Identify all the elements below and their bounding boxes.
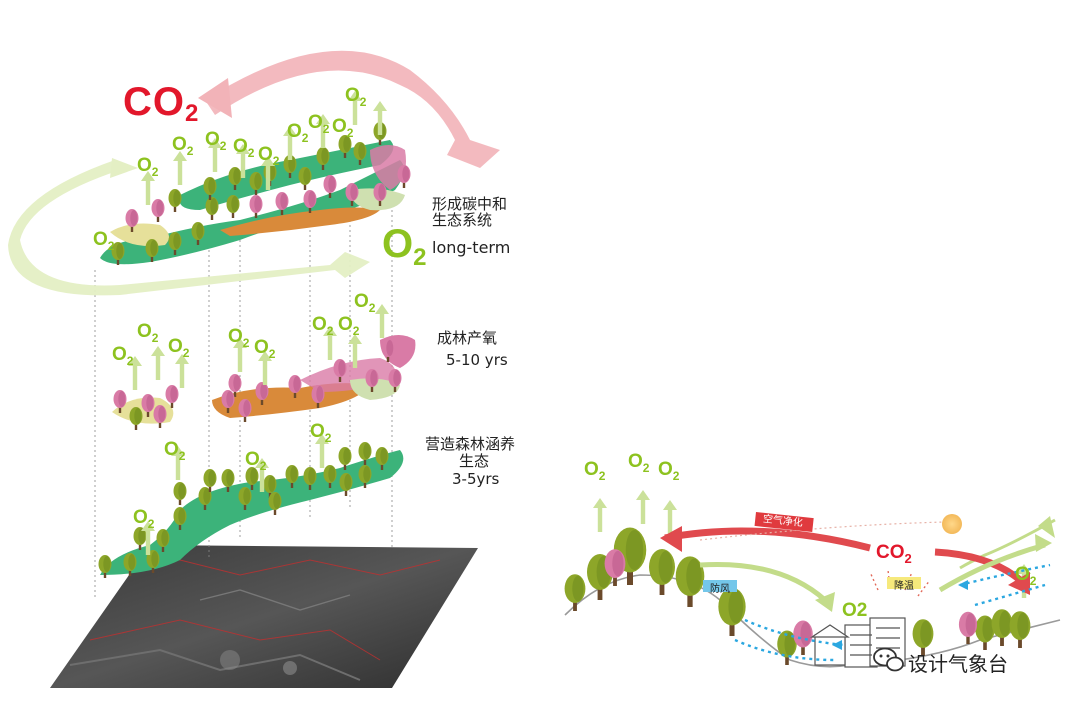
o2-marker: O2 (258, 145, 279, 167)
watermark-text: 设计气象台 (908, 648, 1008, 677)
o2-marker: O2 (584, 460, 605, 482)
stage-bot-title-1: 营造森林涵养 (425, 436, 515, 453)
tag-windbreak: 防风 (707, 580, 733, 595)
o2-marker: O2 (312, 315, 333, 337)
o2-marker: O2 (658, 460, 679, 482)
o2-marker: O2 (245, 450, 266, 472)
stage-bot-title-2: 生态 (459, 453, 489, 470)
co2-main-label: CO2 (123, 80, 199, 128)
stage-mid-years: 5-10 yrs (446, 352, 508, 369)
o2-marker: O2 (168, 337, 189, 359)
o2-marker: O2 (310, 422, 331, 444)
o2-marker: O2 (345, 86, 366, 108)
o2-marker: O2 (254, 338, 275, 360)
o2-marker: O2 (137, 156, 158, 178)
o2-marker: O2 (233, 137, 254, 159)
o2-marker: O2 (228, 327, 249, 349)
stage-mid-title: 成林产氧 (437, 330, 497, 347)
o2-marker: O2 (164, 440, 185, 462)
o2-marker: O2 (172, 135, 193, 157)
o2-marker: O2 (133, 508, 154, 530)
o2-marker: O2 (308, 113, 329, 135)
o2-marker: O2 (287, 122, 308, 144)
stage-bot-years: 3-5yrs (452, 471, 499, 488)
o2-swirl-arrow (8, 160, 370, 295)
long-term-label: long-term (432, 238, 510, 257)
o2-marker: O2 (137, 322, 158, 344)
wechat-icon-space (872, 650, 902, 676)
o2-marker: O2 (112, 345, 133, 367)
o2-marker: O2 (628, 452, 649, 474)
section-diagram (565, 512, 1060, 667)
o2-marker: O2 (338, 315, 359, 337)
o2-marker: O2 (205, 130, 226, 152)
watermark: 设计气象台 (872, 648, 1008, 677)
o2-marker: O2 (354, 292, 375, 314)
stage-top-title-2: 生态系统 (432, 212, 492, 229)
o2-marker: O2 (332, 117, 353, 139)
section-o2-label: O2 (842, 600, 867, 622)
o2-marker: O2 (1015, 565, 1036, 587)
o2-marker: O2 (93, 230, 114, 252)
o2-main-label: O2 (382, 222, 426, 272)
section-co2-label: CO2 (876, 542, 912, 566)
tag-cooling: 降温 (891, 577, 917, 592)
